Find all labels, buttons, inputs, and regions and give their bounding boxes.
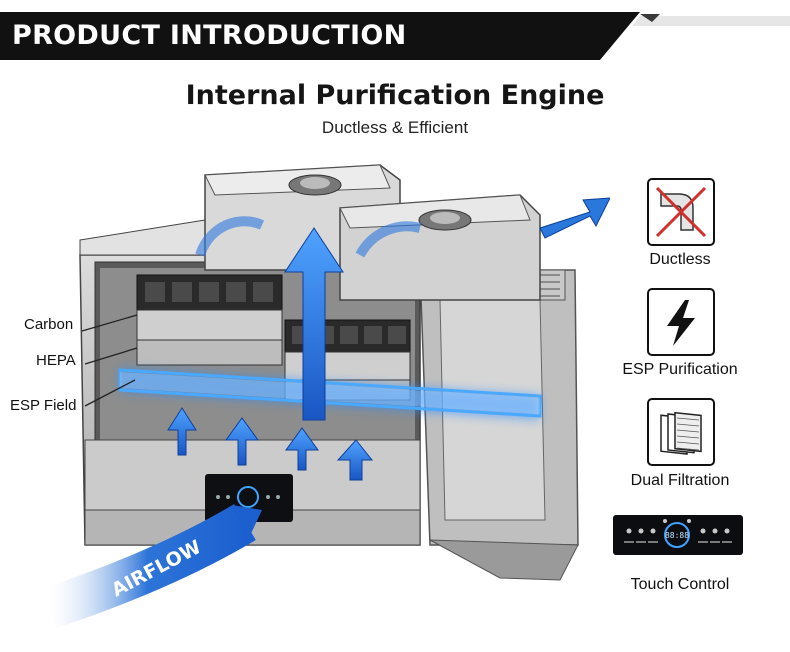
header-banner [0, 12, 790, 62]
banner-shape [0, 12, 790, 60]
svg-text:88:88: 88:88 [665, 531, 689, 540]
esp-feature-box [647, 288, 715, 356]
control-panel-icon: 88:88 [613, 515, 743, 555]
crossed-duct-icon [655, 186, 707, 238]
ductless-feature-box [647, 178, 715, 246]
ductless-label: Ductless [649, 251, 711, 268]
banner-title: PRODUCT INTRODUCTION [12, 20, 407, 51]
esp-purification-label: ESP Purification [622, 361, 738, 378]
esp-field-label: ESP Field [10, 397, 77, 414]
page-subtitle: Ductless & Efficient [321, 118, 469, 137]
touch-control-label: Touch Control [630, 576, 730, 593]
page-title: Internal Purification Engine [185, 80, 605, 111]
lightning-icon [667, 300, 695, 346]
hepa-label: HEPA [36, 352, 76, 369]
filtration-feature-box [647, 398, 715, 466]
purifier-illustration: AIRFLOW [43, 164, 610, 628]
dual-filtration-label: Dual Filtration [630, 472, 730, 489]
carbon-label: Carbon [24, 316, 74, 333]
filter-layers-icon [660, 411, 702, 455]
